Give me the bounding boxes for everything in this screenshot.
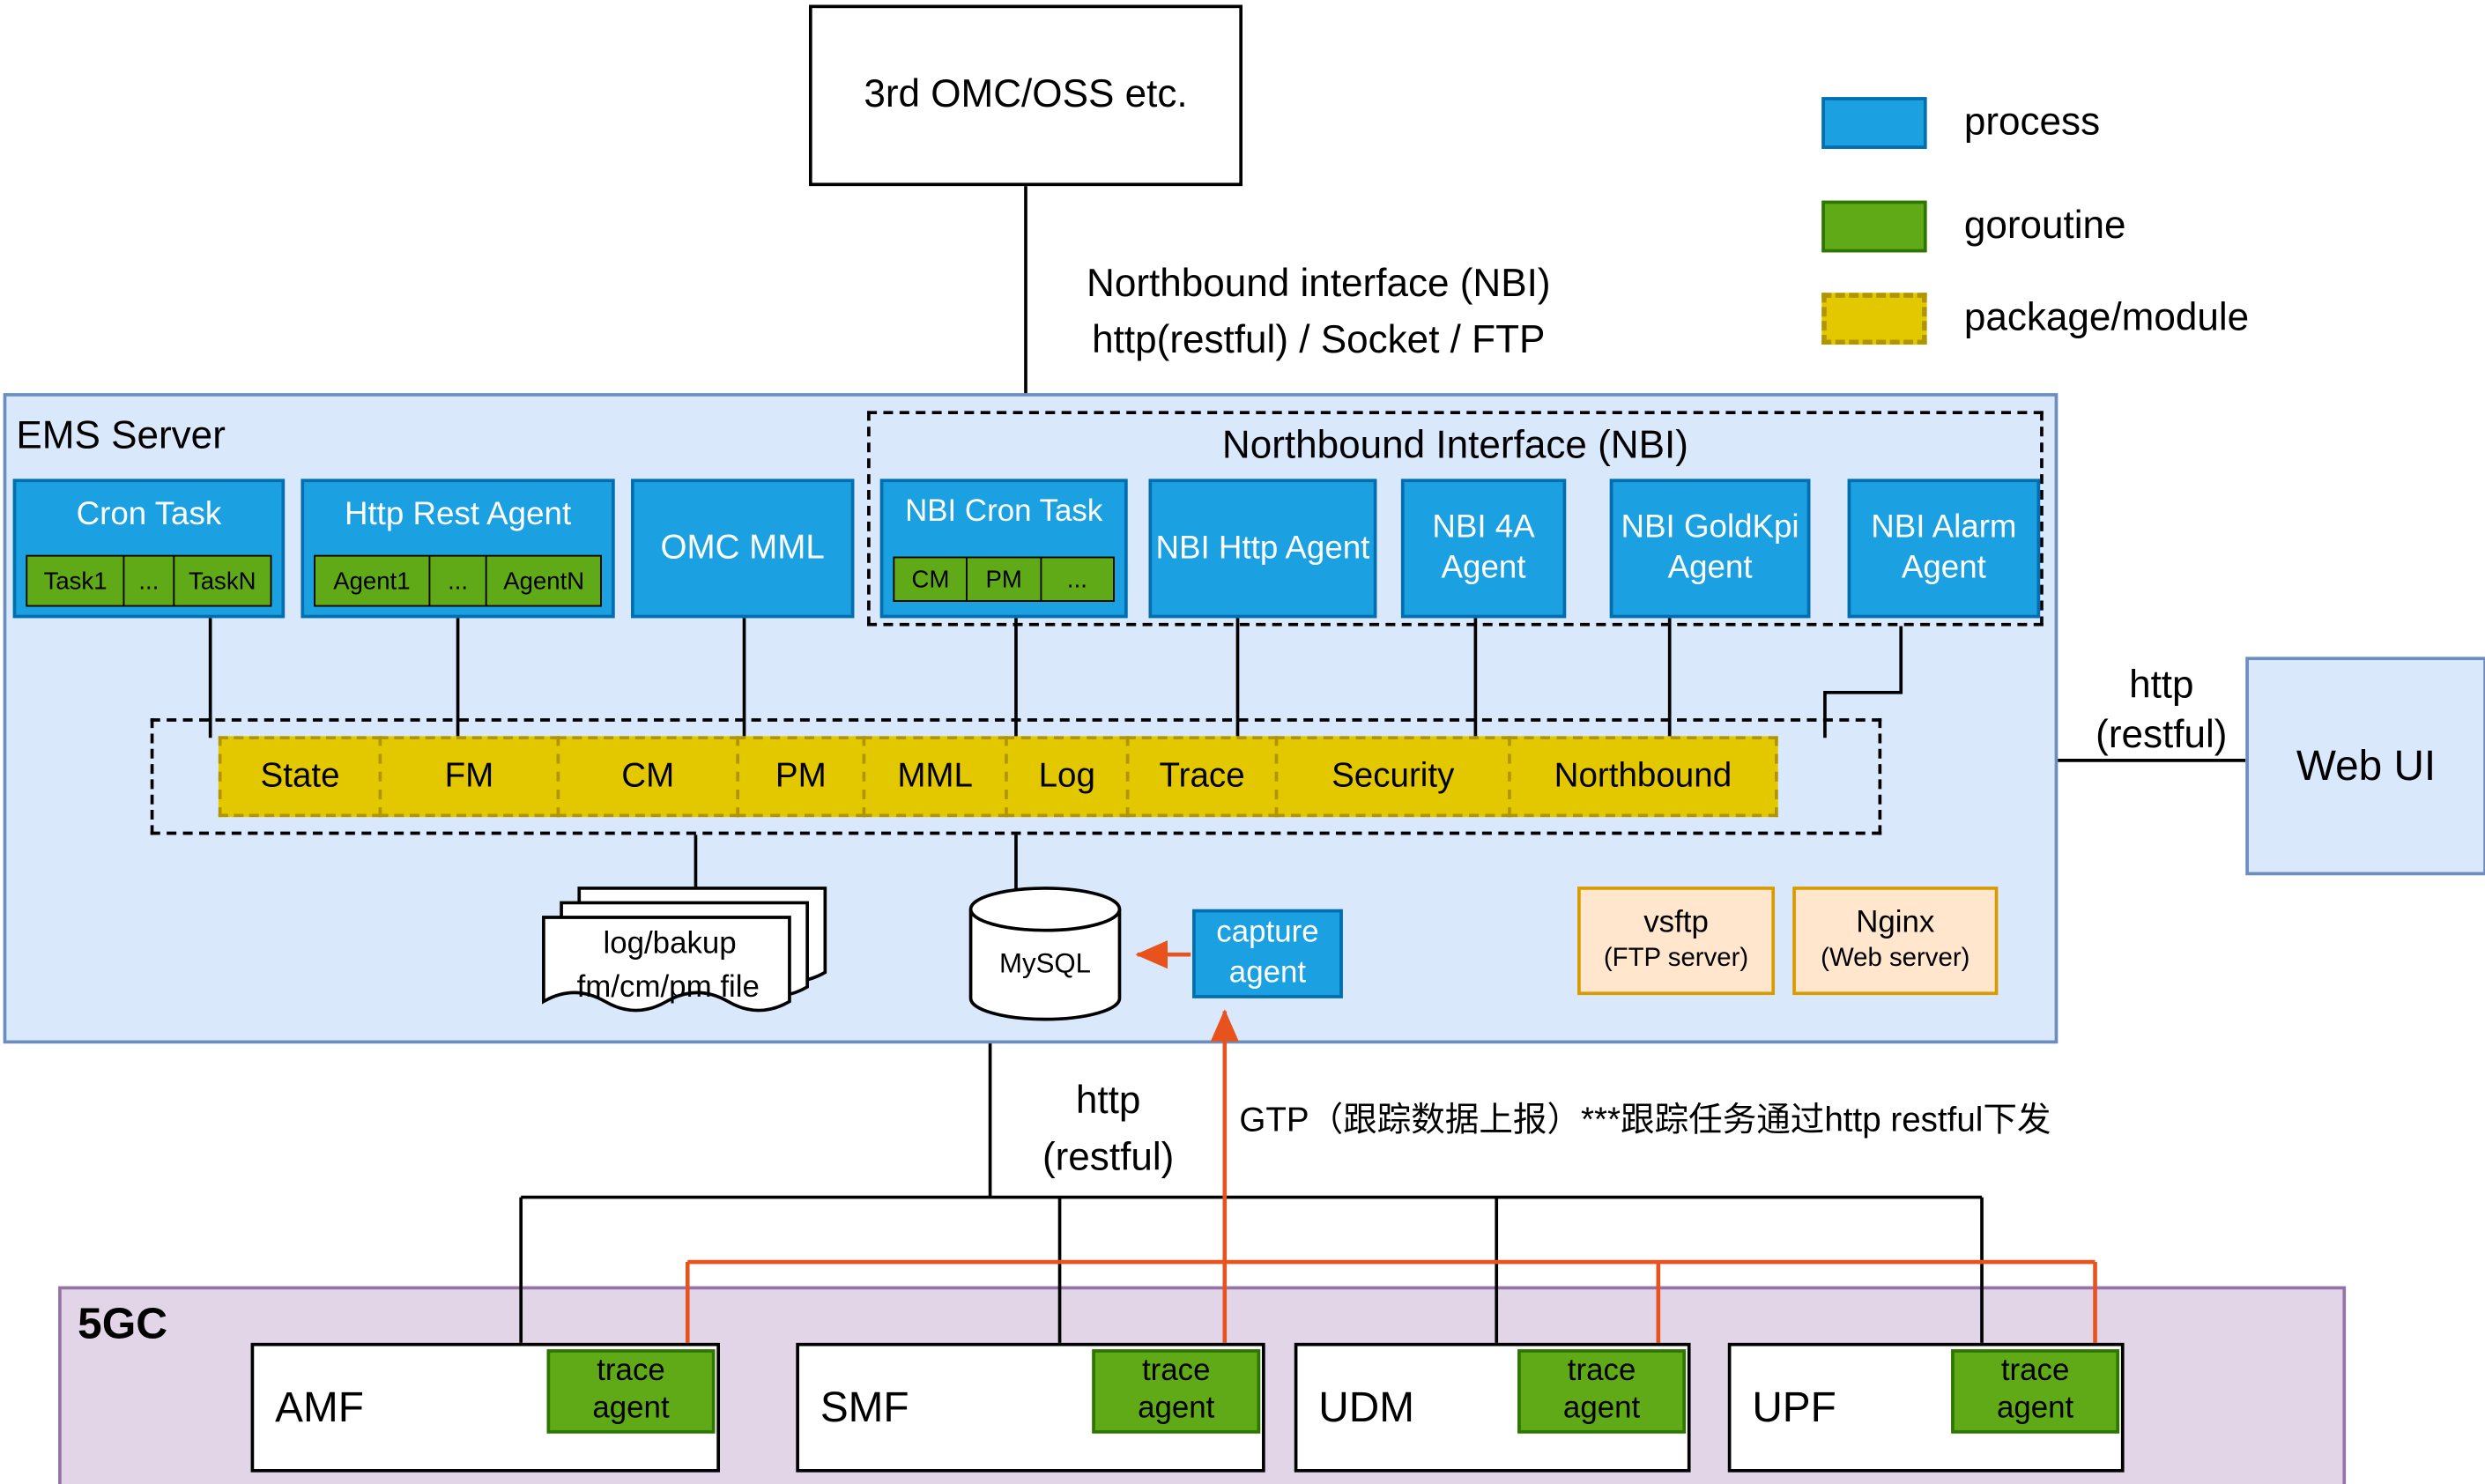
- amf-trace-agent-box: trace agent: [546, 1349, 716, 1434]
- goroutine-ellipsis: ...: [1039, 556, 1115, 602]
- omc-mml-box: OMC MML: [631, 479, 855, 619]
- nf-udm-label: UDM: [1318, 1382, 1415, 1431]
- agent-ellipsis: ...: [427, 554, 488, 607]
- trace-agent-line1: trace: [597, 1354, 665, 1389]
- legend-process-label: process: [1963, 100, 2101, 145]
- module-group-frame: [150, 718, 1882, 835]
- legend-row-package: package/module: [1821, 293, 2249, 345]
- legend-row-goroutine: goroutine: [1821, 200, 2126, 253]
- nf-amf-box: AMF trace agent: [250, 1342, 720, 1473]
- nbi-4a-agent-box: NBI 4A Agent: [1400, 479, 1567, 619]
- vsftp-sublabel: (FTP server): [1603, 945, 1749, 974]
- module-band: State FM CM PM MML Log Trace Security No…: [218, 736, 1778, 818]
- trace-agent-line1: trace: [1567, 1354, 1636, 1389]
- module-cm: CM: [556, 736, 740, 818]
- pm-goroutine: PM: [966, 556, 1042, 602]
- task-ellipsis: ...: [122, 554, 174, 607]
- module-fm: FM: [378, 736, 560, 818]
- nf-amf-label: AMF: [275, 1382, 364, 1431]
- nf-upf-label: UPF: [1752, 1382, 1836, 1431]
- fivegc-title: 5GC: [78, 1299, 168, 1348]
- nbi-goldkpi-agent-label: NBI GoldKpi Agent: [1621, 509, 1799, 586]
- nginx-sublabel: (Web server): [1821, 945, 1970, 974]
- module-pm: PM: [736, 736, 866, 818]
- nbi-cron-task-goroutines: CM PM ...: [893, 556, 1115, 602]
- package-swatch-icon: [1821, 293, 1927, 345]
- legend-goroutine-label: goroutine: [1963, 204, 2126, 248]
- nbi-4a-agent-label: NBI 4A Agent: [1432, 509, 1535, 586]
- external-omc-oss-label: 3rd OMC/OSS etc.: [864, 72, 1188, 117]
- cm-goroutine: CM: [893, 556, 968, 602]
- nbi-cron-task-title: NBI Cron Task: [905, 494, 1103, 530]
- goroutine-swatch-icon: [1821, 200, 1927, 253]
- nbi-goldkpi-agent-box: NBI GoldKpi Agent: [1609, 479, 1811, 619]
- cron-task-goroutines: Task1 ... TaskN: [26, 554, 272, 607]
- legend-row-process: process: [1821, 97, 2100, 149]
- nbi-group-title: Northbound Interface (NBI): [1221, 424, 1688, 468]
- upf-trace-agent-box: trace agent: [1951, 1349, 2120, 1434]
- nbi-cron-task-box: NBI Cron Task CM PM ...: [879, 479, 1128, 619]
- module-trace: Trace: [1125, 736, 1279, 818]
- webui-link-label: http (restful): [2077, 660, 2245, 761]
- nbi-caption-line1: Northbound interface (NBI): [1087, 262, 1551, 306]
- nbi-alarm-agent-label: NBI Alarm Agent: [1871, 509, 2017, 586]
- task1-goroutine: Task1: [26, 554, 125, 607]
- trace-agent-line2: agent: [592, 1391, 670, 1426]
- nf-udm-box: UDM trace agent: [1294, 1342, 1691, 1473]
- web-ui-label: Web UI: [2296, 740, 2437, 790]
- smf-trace-agent-box: trace agent: [1092, 1349, 1261, 1434]
- omc-mml-label: OMC MML: [660, 529, 825, 567]
- nbi-caption: Northbound interface (NBI) http(restful)…: [1035, 256, 1602, 369]
- agent1-goroutine: Agent1: [314, 554, 430, 607]
- nbi-caption-line2: http(restful) / Socket / FTP: [1092, 318, 1546, 363]
- south-http-line1: http: [1075, 1079, 1141, 1124]
- cron-task-box: Cron Task Task1 ... TaskN: [12, 479, 286, 619]
- taskn-goroutine: TaskN: [173, 554, 272, 607]
- nbi-group-frame: Northbound Interface (NBI): [867, 411, 2044, 627]
- legend-package-label: package/module: [1963, 295, 2250, 340]
- capture-agent-box: capture agent: [1192, 909, 1343, 998]
- nf-smf-box: SMF trace agent: [796, 1342, 1265, 1473]
- nginx-server-box: Nginx (Web server): [1792, 887, 1999, 996]
- web-ui-box: Web UI: [2245, 657, 2485, 876]
- udm-trace-agent-box: trace agent: [1517, 1349, 1687, 1434]
- nbi-alarm-agent-box: NBI Alarm Agent: [1847, 479, 2041, 619]
- module-security: Security: [1274, 736, 1511, 818]
- nbi-http-agent-box: NBI Http Agent: [1148, 479, 1377, 619]
- nbi-http-agent-label: NBI Http Agent: [1155, 530, 1370, 566]
- capture-agent-line1: capture: [1216, 915, 1319, 950]
- trace-agent-line2: agent: [1562, 1391, 1641, 1426]
- nf-smf-label: SMF: [820, 1382, 909, 1431]
- nginx-label: Nginx: [1856, 905, 1935, 940]
- http-rest-agent-box: Http Rest Agent Agent1 ... AgentN: [300, 479, 615, 619]
- trace-agent-line2: agent: [1996, 1391, 2074, 1426]
- vsftp-server-box: vsftp (FTP server): [1577, 887, 1776, 996]
- http-rest-agent-goroutines: Agent1 ... AgentN: [314, 554, 602, 607]
- ems-server-title: EMS Server: [16, 414, 226, 458]
- trace-agent-line1: trace: [1141, 1354, 1211, 1389]
- process-swatch-icon: [1821, 97, 1927, 149]
- agentn-goroutine: AgentN: [486, 554, 602, 607]
- capture-agent-line2: agent: [1228, 955, 1307, 990]
- trace-agent-line2: agent: [1138, 1391, 1215, 1426]
- gtp-note-label: GTP（跟踪数据上报）***跟踪任务通过http restful下发: [1239, 1102, 2051, 1139]
- cron-task-title: Cron Task: [76, 496, 222, 533]
- module-state: State: [218, 736, 382, 818]
- south-http-label: http (restful): [1020, 1072, 1198, 1186]
- module-mml: MML: [862, 736, 1008, 818]
- module-northbound: Northbound: [1508, 736, 1778, 818]
- south-http-line2: (restful): [1042, 1135, 1175, 1180]
- webui-link-line1: http: [2129, 663, 2194, 708]
- webui-link-line2: (restful): [2096, 713, 2228, 758]
- http-rest-agent-title: Http Rest Agent: [344, 496, 572, 533]
- vsftp-label: vsftp: [1643, 905, 1709, 940]
- module-log: Log: [1005, 736, 1130, 818]
- nf-upf-box: UPF trace agent: [1727, 1342, 2125, 1473]
- trace-agent-line1: trace: [2000, 1354, 2070, 1389]
- external-omc-oss-box: 3rd OMC/OSS etc.: [808, 4, 1242, 187]
